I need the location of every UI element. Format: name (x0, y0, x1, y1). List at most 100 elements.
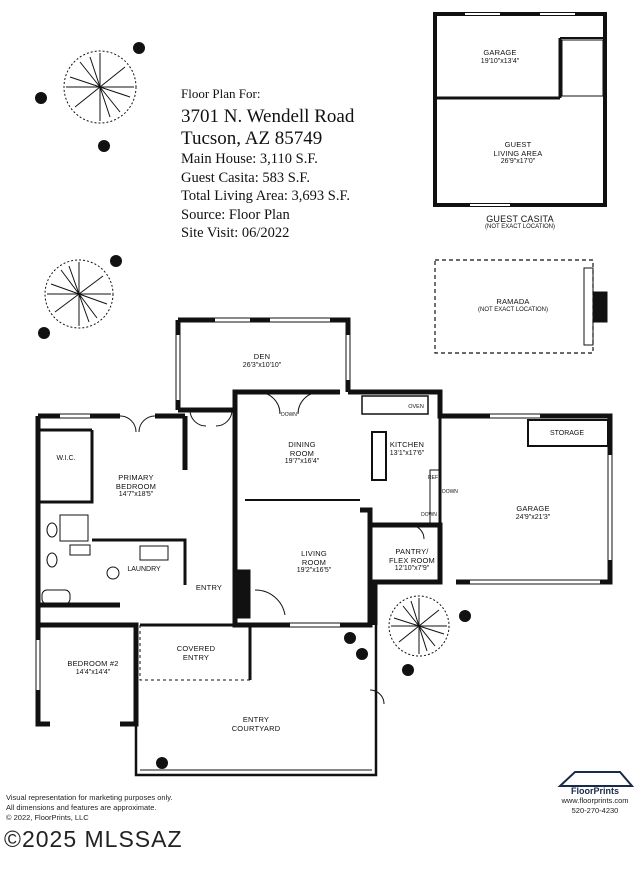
room-name: BEDROOM #2 (67, 659, 119, 668)
oven-counter (361, 395, 429, 415)
room-name: DINING (288, 440, 316, 449)
logo-brand: FloorPrints (570, 786, 619, 796)
courtyard-wall (134, 625, 378, 777)
room-dims: 19'7"x16'4" (284, 458, 320, 466)
washer-dryer (139, 545, 169, 561)
room-note: (NOT EXACT LOCATION) (477, 306, 549, 313)
room-name: STORAGE (549, 430, 585, 437)
logo-phone: 520-270-4230 (571, 806, 619, 815)
shrubs (35, 42, 471, 769)
guest-living-label: GUEST LIVING AREA 26'9"x17'0" (493, 140, 543, 166)
down-label-garage: DOWN (442, 489, 458, 496)
address-line-1: 3701 N. Wendell Road (181, 106, 355, 127)
room-name: LIVING (301, 549, 327, 558)
room-name: FLEX ROOM (389, 555, 435, 565)
copyright-line: © 2022, FloorPrints, LLC (6, 813, 89, 822)
shower (59, 514, 89, 542)
room-name: LAUNDRY (127, 566, 161, 573)
room-name: ENTRY (195, 583, 223, 592)
room-dims: 14'4"x14'4" (75, 668, 111, 676)
storage-room (527, 419, 609, 447)
room-dims: 12'10"x7'9" (394, 565, 430, 573)
room-name: PANTRY/ (395, 547, 429, 556)
total-living-sf: Total Living Area: 3,693 S.F. (181, 188, 350, 204)
room-dims: 19'10"x13'4" (480, 57, 520, 65)
courtyard-label: ENTRY COURTYARD (231, 715, 281, 733)
room-name: GUEST (504, 140, 532, 149)
casita-bath (561, 39, 604, 97)
disclaimer: Visual representation for marketing purp… (6, 793, 172, 823)
room-dims: 26'3"x10'10" (242, 361, 282, 369)
ref-text: REF (428, 475, 438, 481)
main-house-sf: Main House: 3,110 S.F. (181, 151, 318, 167)
room-note: (NOT EXACT LOCATION) (484, 224, 556, 231)
room-name: RAMADA (496, 297, 530, 306)
pantry-shelf (429, 469, 441, 526)
water-heater (106, 566, 120, 580)
garage-label: GARAGE 24'9"x21'3" (515, 504, 551, 522)
room-dims: 24'9"x21'3" (515, 513, 551, 521)
room-name: DEN (253, 352, 271, 361)
pantry-label: PANTRY/ FLEX ROOM 12'10"x7'9" (389, 547, 435, 573)
primary-bedroom-label: PRIMARY BEDROOM 14'7"x18'5" (115, 473, 157, 499)
casita-garage-label: GARAGE 19'10"x13'4" (480, 48, 520, 66)
ref-label: REF (428, 475, 438, 482)
room-name: LIVING AREA (493, 148, 543, 158)
toilet (46, 522, 58, 538)
ramada-fireplace (592, 291, 608, 323)
disclaimer-line-2: All dimensions and features are approxim… (6, 803, 157, 812)
room-name: GARAGE (516, 504, 550, 513)
guest-casita-walls (433, 12, 607, 207)
wic-label: W.I.C. (56, 455, 75, 463)
guest-casita-sf: Guest Casita: 583 S.F. (181, 169, 310, 186)
room-name: ENTRY (182, 652, 210, 662)
room-name: BEDROOM (115, 481, 157, 491)
logo-url[interactable]: www.floorprints.com (561, 796, 629, 805)
room-name: GUEST CASITA (486, 214, 554, 224)
plan-title: Floor Plan For: (181, 86, 261, 101)
ramada-label: RAMADA (NOT EXACT LOCATION) (477, 297, 549, 314)
storage-label: STORAGE (550, 430, 584, 438)
room-name: W.I.C. (56, 455, 76, 462)
bathtub (41, 589, 71, 605)
vanity (69, 544, 91, 556)
mls-watermark: ©2025 MLSSAZ (4, 826, 183, 852)
room-name: ROOM (289, 448, 315, 458)
room-name: ENTRY (242, 715, 270, 724)
trees (44, 50, 450, 657)
main-house-walls (35, 317, 613, 727)
room-name: ROOM (301, 557, 327, 567)
down-label-pantry: DOWN (421, 512, 437, 519)
guest-casita-label: GUEST CASITA (NOT EXACT LOCATION) (485, 214, 555, 231)
living-fireplace (235, 569, 251, 619)
dining-label: DINING ROOM 19'7"x16'4" (284, 440, 320, 466)
den-label: DEN 26'3"x10'10" (242, 352, 282, 370)
kitchen-label: KITCHEN 13'1"x17'6" (389, 440, 425, 458)
floorprints-logo: FloorPrints www.floorprints.com 520-270-… (553, 766, 637, 816)
laundry-label: LAUNDRY (127, 566, 160, 574)
source-line: Source: Floor Plan (181, 206, 290, 223)
logo-house-mark (557, 771, 635, 787)
room-dims: 19'2"x16'5" (296, 567, 332, 575)
room-name: KITCHEN (389, 440, 425, 449)
covered-entry-outline (139, 625, 250, 681)
entry-label: ENTRY (195, 583, 223, 593)
header-block: Floor Plan For: 3701 N. Wendell Road Tuc… (181, 86, 354, 243)
down-text: DOWN (442, 489, 458, 495)
room-dims: 26'9"x17'0" (500, 158, 536, 166)
oven-text: OVEN (408, 404, 424, 410)
covered-entry-label: COVERED ENTRY (176, 644, 216, 662)
living-label: LIVING ROOM 19'2"x16'5" (296, 549, 332, 575)
down-text: DOWN (421, 512, 437, 518)
down-label-dining: DOWN (281, 412, 297, 419)
down-text: DOWN (281, 412, 297, 418)
room-name: COURTYARD (231, 723, 281, 733)
disclaimer-line-1: Visual representation for marketing purp… (6, 793, 173, 802)
room-dims: 13'1"x17'6" (389, 449, 425, 457)
room-name: COVERED (176, 644, 216, 653)
room-name: GARAGE (483, 48, 517, 57)
kitchen-island (371, 431, 387, 481)
address-line-2: Tucson, AZ 85749 (181, 128, 323, 149)
oven-label: OVEN (408, 404, 424, 410)
